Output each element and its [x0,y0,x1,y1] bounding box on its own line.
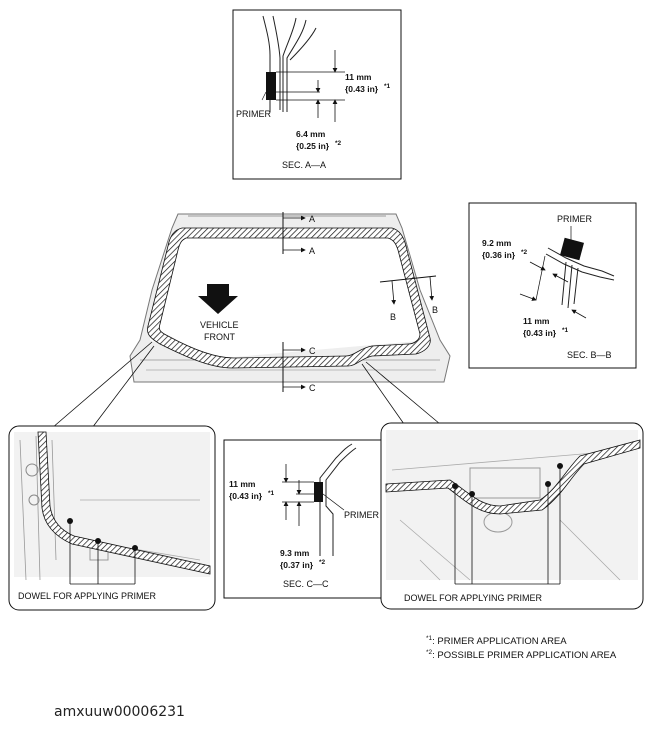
sec-cc-dim1-value: 11 mm [229,479,256,489]
vehicle-front-line1: VEHICLE [200,320,239,330]
detail-right-panel: DOWEL FOR APPLYING PRIMER [380,422,644,610]
cut-c-bottom-label: C [309,383,316,393]
sec-bb-dim2-inch: {0.36 in} [482,250,516,260]
sec-bb-dim2-mark: *2 [521,249,528,256]
detail-left-bead [37,431,211,575]
sec-aa-dim1-value: 11 mm [345,72,372,82]
section-bb-panel: PRIMER 9.2 mm {0.36 in} *2 11 mm {0.43 i… [468,202,637,369]
sec-aa-dim1-mark: *1 [384,83,391,90]
sec-cc-dim1-mark: *1 [268,490,275,497]
windshield-frame: A A B B C C VEHICLE FRONT [51,212,451,429]
sec-bb-dim1-value: 11 mm [523,316,550,326]
sec-aa-dim1-inch: {0.43 in} [345,84,379,94]
sec-cc-dim2-inch: {0.37 in} [280,560,314,570]
sec-cc-primer-label: PRIMER [344,510,380,520]
note1-text: : PRIMER APPLICATION AREA [432,636,567,648]
note-primer-application-area: *1: PRIMER APPLICATION AREA [426,635,567,647]
note2-text: : POSSIBLE PRIMER APPLICATION AREA [432,650,617,662]
vehicle-front-arrow-icon [198,284,238,314]
sec-bb-primer-label: PRIMER [557,214,593,224]
detail-right-bead [385,439,641,515]
cut-b-left-label: B [390,312,396,322]
sec-aa-dim2-inch: {0.25 in} [296,141,330,151]
note1-mark: *1 [426,635,433,642]
document-id: amxuuw00006231 [54,704,185,720]
sec-cc-caption: SEC. C—C [283,579,329,589]
primer-bead-ring [147,227,431,369]
cut-a-top-label: A [309,214,315,224]
note2-mark: *2 [426,649,433,656]
sec-aa-dim2-mark: *2 [335,140,342,147]
detail-right-caption: DOWEL FOR APPLYING PRIMER [404,593,543,603]
sec-bb-caption: SEC. B—B [567,350,612,360]
sec-cc-dim2-mark: *2 [319,559,326,566]
primer-block-aa [266,72,276,100]
sec-cc-dim2-value: 9.3 mm [280,548,310,558]
cut-a-bottom-label: A [309,246,315,256]
sec-aa-primer-label: PRIMER [236,109,272,119]
sec-bb-dim1-inch: {0.43 in} [523,328,557,338]
detail-left-caption: DOWEL FOR APPLYING PRIMER [18,591,157,601]
sec-cc-dim1-inch: {0.43 in} [229,491,263,501]
section-cc-panel: 11 mm {0.43 in} *1 PRIMER 9.3 mm {0.37 i… [223,439,382,599]
sec-bb-dim2-value: 9.2 mm [482,238,512,248]
sec-aa-dim2-value: 6.4 mm [296,129,326,139]
sec-bb-dim1-mark: *1 [562,327,569,334]
sec-aa-caption: SEC. A—A [282,160,326,170]
note-possible-primer-application-area: *2: POSSIBLE PRIMER APPLICATION AREA [426,649,616,661]
section-aa-panel: PRIMER 11 mm {0.43 in} *1 6.4 mm {0.25 i… [232,9,402,180]
cut-c-top-label: C [309,346,316,356]
primer-block-bb [560,237,584,261]
cut-b-right-label: B [432,305,438,315]
detail-left-panel: DOWEL FOR APPLYING PRIMER [8,425,216,611]
primer-block-cc [314,482,323,502]
vehicle-front-line2: FRONT [204,332,235,342]
